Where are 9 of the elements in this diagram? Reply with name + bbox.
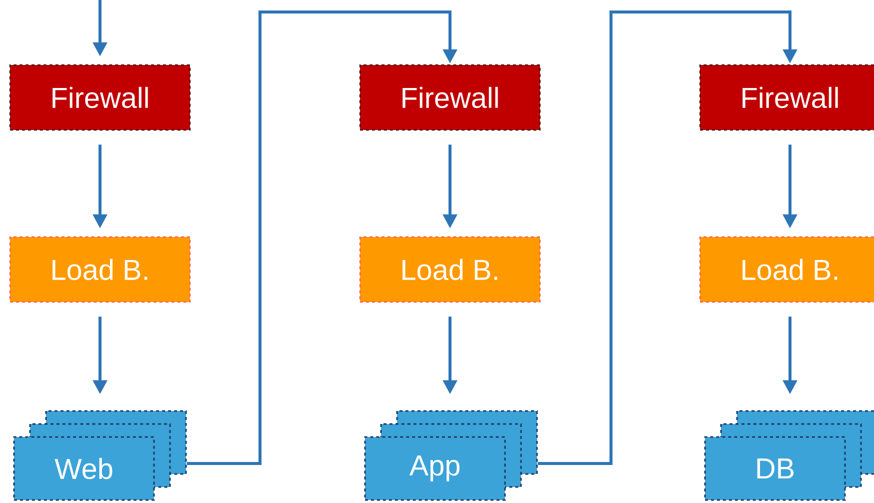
server-stack: App xyxy=(364,410,538,501)
firewall-box: Firewall xyxy=(359,64,541,131)
firewall-box: Firewall xyxy=(699,64,874,131)
firewall-box: Firewall xyxy=(9,64,191,131)
load-balancer-box: Load B. xyxy=(699,236,874,303)
server-stack: Web xyxy=(13,410,187,501)
load-balancer-box: Load B. xyxy=(359,236,541,303)
load-balancer-box: Load B. xyxy=(9,236,191,303)
server-stack: DB xyxy=(704,410,874,501)
